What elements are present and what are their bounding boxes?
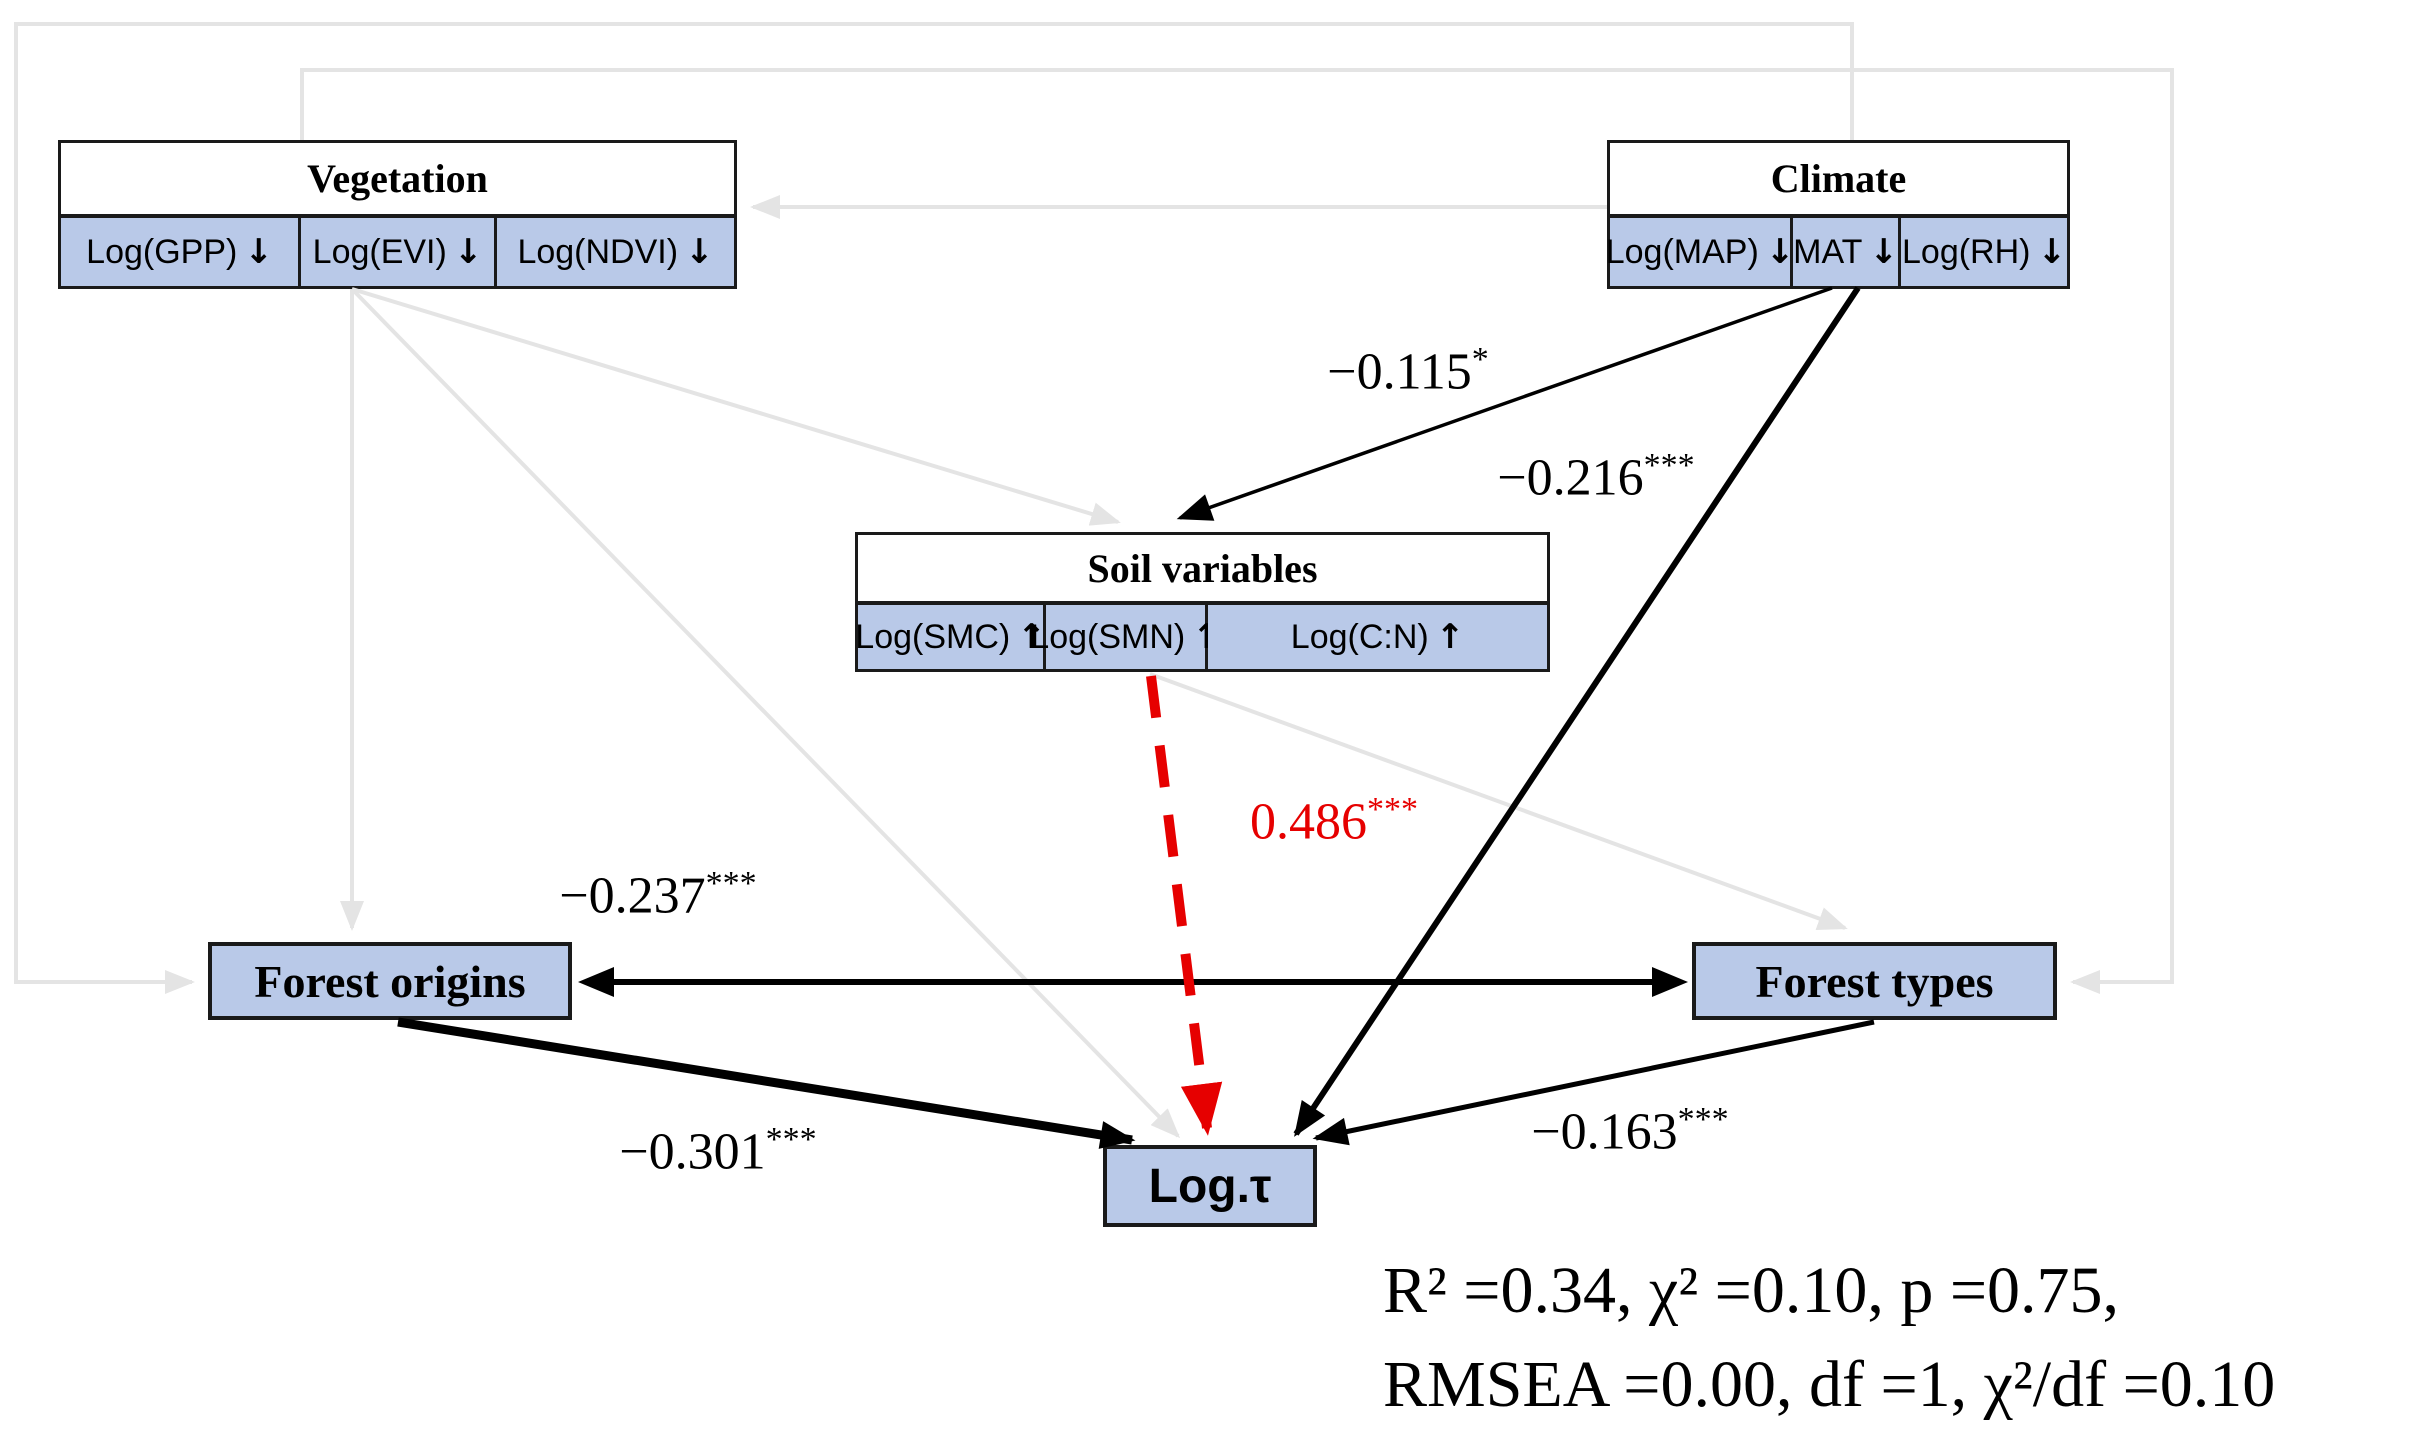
down-arrow-icon: ↓ — [1765, 232, 1795, 272]
path-soil-to-logtau-red-dashed-arrow — [1146, 675, 1223, 1136]
log-tau-node: Log.τ — [1103, 1145, 1317, 1227]
significance-stars: *** — [1643, 447, 1695, 485]
significance-stars: *** — [705, 865, 757, 903]
coef-value: −0.163 — [1531, 1103, 1678, 1161]
indicator-mat: MAT↓ — [1793, 218, 1901, 286]
coef-origins-types-covariance: −0.237*** — [559, 867, 756, 926]
coef-value: −0.237 — [559, 867, 706, 925]
climate-title: Climate — [1770, 156, 1907, 201]
indicator-log-smc: Log(SMC)↑ — [855, 605, 1046, 669]
significance-stars: * — [1471, 341, 1489, 379]
coef-value: 0.486 — [1250, 793, 1367, 851]
coef-climate-to-soil: −0.115* — [1327, 343, 1488, 402]
significance-stars: *** — [765, 1121, 817, 1159]
coef-origins-to-logtau: −0.301*** — [619, 1123, 816, 1182]
path-origins-types-double-arrow — [578, 967, 1688, 997]
forest-types-node: Forest types — [1692, 942, 2057, 1020]
down-arrow-icon: ↓ — [685, 232, 714, 272]
indicator-label: Log(MAP) — [1605, 232, 1759, 271]
coef-soil-to-logtau: 0.486*** — [1250, 793, 1418, 852]
indicator-label: MAT — [1793, 232, 1863, 271]
forest-types-label: Forest types — [1755, 955, 1994, 1007]
indicator-label: Log(EVI) — [312, 232, 447, 271]
path-vegetation-to-soil-gray — [351, 287, 1121, 526]
indicator-log-smn: Log(SMN)↑ — [1030, 605, 1221, 669]
log-tau-label: Log.τ — [1148, 1159, 1272, 1213]
coef-value: −0.115 — [1327, 343, 1472, 401]
soil-group-box: Soil variables Log(SMC)↑ Log(SMN)↑ Log(C… — [855, 532, 1550, 672]
fit-stats-line1: R² =0.34, χ² =0.10, p =0.75, — [1383, 1254, 2120, 1327]
indicator-label: Log(C:N) — [1290, 617, 1429, 656]
coef-types-to-logtau: −0.163*** — [1531, 1103, 1728, 1162]
fit-stats-line2: RMSEA =0.00, df =1, χ²/df =0.10 — [1383, 1347, 2276, 1421]
down-arrow-icon: ↓ — [1869, 232, 1898, 272]
climate-indicator-row: Log(MAP)↓ MAT↓ Log(RH)↓ — [1606, 214, 2067, 286]
indicator-log-rh: Log(RH)↓ — [1901, 218, 2067, 286]
indicator-label: Log(SMN) — [1030, 617, 1186, 656]
indicator-label: Log(RH) — [1902, 232, 2031, 271]
vegetation-title: Vegetation — [307, 156, 488, 201]
forest-origins-label: Forest origins — [254, 955, 526, 1007]
coef-climate-to-logtau: −0.216*** — [1497, 449, 1694, 508]
climate-group-box: Climate Log(MAP)↓ MAT↓ Log(RH)↓ — [1606, 140, 2070, 289]
indicator-log-map: Log(MAP)↓ — [1606, 218, 1795, 286]
coef-value: −0.216 — [1497, 449, 1644, 507]
down-arrow-icon: ↓ — [2037, 232, 2066, 272]
indicator-label: Log(SMC) — [855, 617, 1011, 656]
indicator-log-evi: Log(EVI)↓ — [301, 218, 497, 286]
forest-origins-node: Forest origins — [208, 942, 572, 1020]
soil-indicator-row: Log(SMC)↑ Log(SMN)↑ Log(C:N)↑ — [855, 601, 1547, 669]
indicator-log-cn: Log(C:N)↑ — [1208, 605, 1547, 669]
indicator-label: Log(NDVI) — [517, 232, 679, 271]
up-arrow-icon: ↑ — [1435, 617, 1465, 657]
coef-value: −0.301 — [619, 1123, 766, 1181]
vegetation-group-box: Vegetation Log(GPP)↓ Log(EVI)↓ Log(NDVI)… — [58, 140, 737, 289]
indicator-log-ndvi: Log(NDVI)↓ — [497, 218, 734, 286]
vegetation-indicator-row: Log(GPP)↓ Log(EVI)↓ Log(NDVI)↓ — [61, 214, 734, 286]
indicator-log-gpp: Log(GPP)↓ — [61, 218, 301, 286]
soil-title: Soil variables — [1087, 545, 1318, 591]
down-arrow-icon: ↓ — [244, 232, 273, 272]
significance-stars: *** — [1367, 791, 1418, 829]
indicator-label: Log(GPP) — [86, 232, 238, 271]
down-arrow-icon: ↓ — [453, 232, 483, 272]
model-fit-statistics: R² =0.34, χ² =0.10, p =0.75, RMSEA =0.00… — [1383, 1244, 2275, 1431]
significance-stars: *** — [1677, 1101, 1729, 1139]
